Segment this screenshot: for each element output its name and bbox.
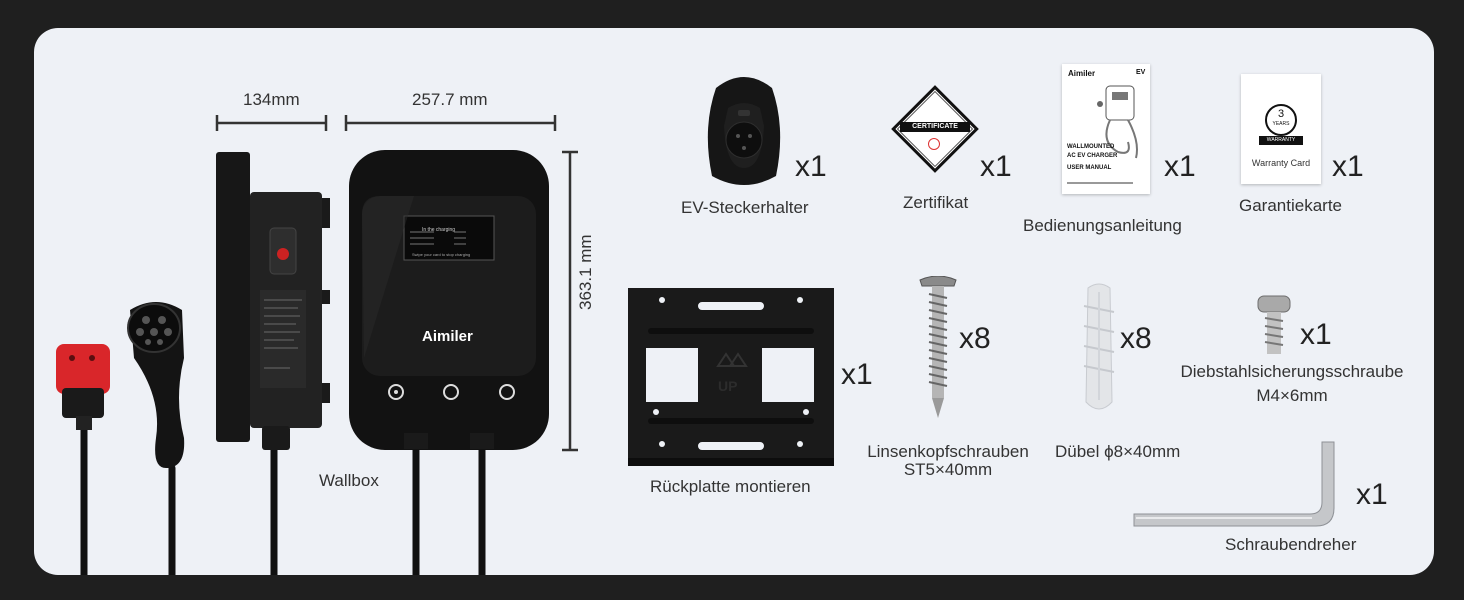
warranty-badge-years-word: YEARS xyxy=(1272,121,1290,127)
certificate-badge: CERTIFICATE xyxy=(900,122,970,132)
warranty-qty: x1 xyxy=(1332,150,1364,183)
product-contents-panel: 134mm 257.7 mm 363.1 mm In the charging … xyxy=(34,28,1434,575)
antitheft-label-line-2: M4×6mm xyxy=(1256,386,1328,405)
certificate-image: CERTIFICATE xyxy=(891,85,979,173)
backplate-label: Rückplatte montieren xyxy=(650,477,811,496)
warranty-badge-years-number: 3 xyxy=(1277,108,1285,120)
ev-holder-image xyxy=(707,77,781,185)
wallbox-screen-footer: Swipe your card to stop charging xyxy=(412,252,471,257)
antitheft-label-line-1: Diebstahlsicherungsschraube xyxy=(1180,362,1404,381)
hex-key-label: Schraubendreher xyxy=(1225,535,1357,554)
wallbox-illustration xyxy=(56,115,578,575)
screw-image xyxy=(919,276,957,418)
warranty-card-image: 3 YEARS WARRANTY Warranty Card xyxy=(1241,74,1321,184)
certificate-qty: x1 xyxy=(980,150,1012,183)
backplate-image xyxy=(628,288,834,466)
wallbox-front-view xyxy=(349,150,549,450)
manual-qty: x1 xyxy=(1164,150,1196,183)
hex-key-image xyxy=(1133,441,1335,527)
anchor-image xyxy=(1083,283,1115,410)
warranty-card-text: Warranty Card xyxy=(1251,158,1311,168)
dimension-width-line xyxy=(215,115,328,131)
dimension-height-line xyxy=(562,150,578,452)
wallbox-label: Wallbox xyxy=(319,471,379,490)
dimension-height-label: 363.1 mm xyxy=(576,234,595,310)
manual-label: Bedienungsanleitung xyxy=(1023,216,1182,235)
anchors-qty: x8 xyxy=(1120,322,1152,355)
antitheft-qty: x1 xyxy=(1300,318,1332,351)
manual-brand: Aimiler xyxy=(1068,69,1096,78)
backplate-qty: x1 xyxy=(841,358,873,391)
manual-cover-line-3: USER MANUAL xyxy=(1067,165,1112,171)
hex-key-qty: x1 xyxy=(1356,478,1388,511)
manual-corner-label: EV xyxy=(1136,69,1146,76)
certificate-label: Zertifikat xyxy=(903,193,969,212)
ev-holder-label: EV-Steckerhalter xyxy=(681,198,809,217)
dimension-front-width-label: 257.7 mm xyxy=(412,90,488,109)
screws-label-line-1: Linsenkopfschrauben xyxy=(867,442,1029,461)
wallbox-brand-logo: Aimiler xyxy=(422,328,473,345)
screws-label-line-2: ST5×40mm xyxy=(903,460,993,479)
dimension-width-label: 134mm xyxy=(243,90,300,109)
wallbox-screen-title: In the charging xyxy=(422,227,456,233)
dimension-front-line xyxy=(344,115,557,131)
antitheft-screw-image xyxy=(1257,295,1291,354)
warranty-badge-icon xyxy=(1265,104,1297,136)
type2-connector xyxy=(127,302,185,468)
warranty-badge-ribbon: WARRANTY xyxy=(1259,136,1303,145)
manual-cover-line-2: AC EV CHARGER xyxy=(1067,153,1118,159)
anchors-label: Dübel ϕ8×40mm xyxy=(1055,442,1181,461)
warranty-label: Garantiekarte xyxy=(1239,196,1342,215)
wallbox-side-view xyxy=(216,152,330,450)
backplate-emboss-label: UP xyxy=(718,378,738,394)
red-cee-plug xyxy=(56,344,110,430)
ev-holder-qty: x1 xyxy=(795,150,827,183)
manual-cover-line-1: WALLMOUNTED xyxy=(1067,144,1115,150)
screws-qty: x8 xyxy=(959,322,991,355)
manual-image: Aimiler EV WALLMOUNTED AC EV CHARGER USE… xyxy=(1062,64,1150,194)
